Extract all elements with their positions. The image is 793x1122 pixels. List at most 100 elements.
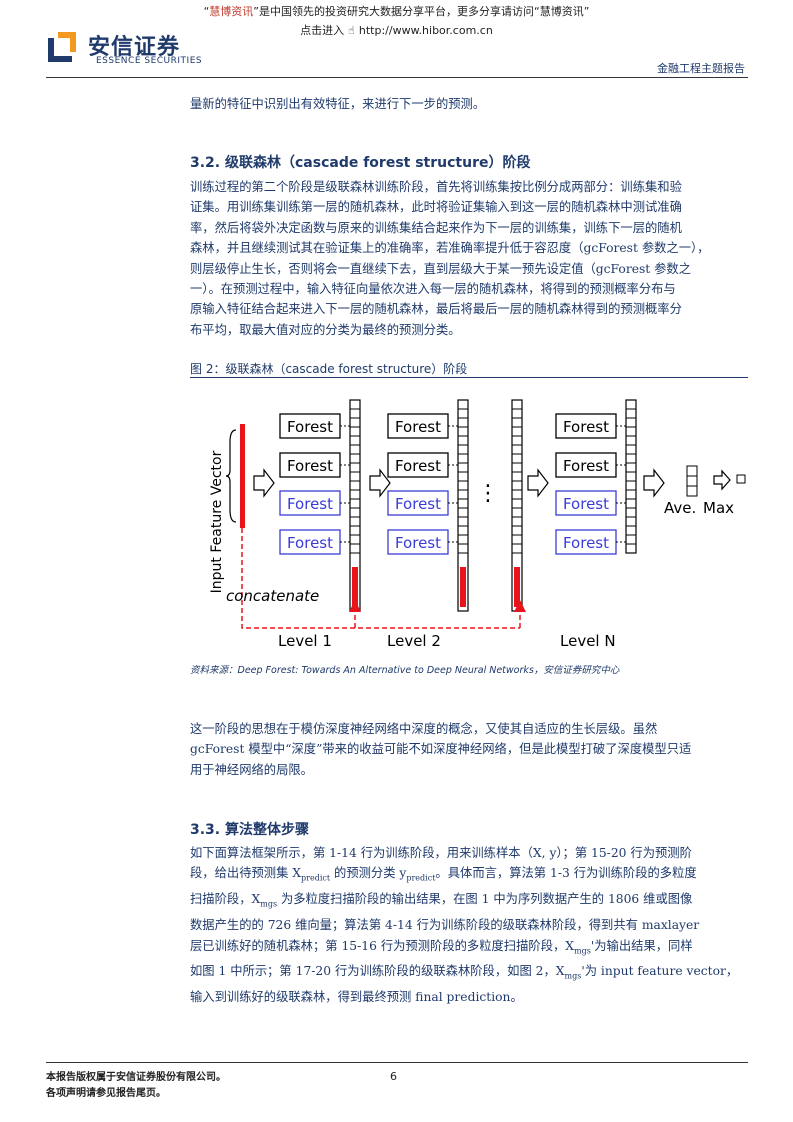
visit-link-row[interactable]: 点击进入☝http://www.hibor.com.cn	[0, 23, 793, 39]
class-vector-cell	[349, 543, 361, 554]
averaging-output	[686, 465, 746, 497]
class-vector-cell	[349, 426, 361, 437]
class-vector-column	[457, 399, 469, 612]
figure-source: 资料来源：Deep Forest: Towards An Alternative…	[190, 665, 620, 676]
class-vector-cell	[457, 543, 469, 554]
forest-label: Forest	[395, 495, 441, 513]
hollow-arrow-2	[369, 468, 391, 498]
class-vector-cell	[625, 543, 637, 554]
class-vector-cell	[349, 507, 361, 518]
class-vector-cell	[457, 417, 469, 428]
text-line: 率，然后将袋外决定函数与原来的训练集结合起来作为下一层的训练集，训练下一层的随机	[190, 220, 682, 235]
class-vector-cell	[349, 435, 361, 446]
class-vector-cell	[625, 462, 637, 473]
pointer-hand-icon: ☝	[348, 24, 355, 37]
level-1-label: Level 1	[278, 632, 332, 650]
text-line: 这一阶段的思想在于模仿深度神经网络中深度的概念，又使其自适应的生长层级。虽然	[190, 722, 658, 736]
class-vector-cell	[625, 426, 637, 437]
class-vector-cell	[511, 471, 523, 482]
max-label: Max	[703, 499, 734, 517]
forest-label: Forest	[287, 534, 333, 552]
class-vector-cell	[457, 462, 469, 473]
hollow-arrow-3	[527, 468, 549, 498]
class-vector-cell	[349, 534, 361, 545]
section-heading-3-3: 3.3. 算法整体步骤	[190, 822, 309, 838]
class-vector-cell	[457, 489, 469, 500]
logo-text-cn: 安信证券	[88, 35, 181, 60]
footer-divider	[46, 1062, 748, 1063]
text-line: 如图 1 中所示；第 17-20 行为训练阶段的级联森林阶段，如图 2，Xmgs…	[190, 964, 739, 981]
promo-banner: “慧博资讯”是中国领先的投资研究大数据分享平台，更多分享请访问“慧博资讯”	[203, 5, 590, 18]
class-vector-cell	[625, 498, 637, 509]
forest-label: Forest	[563, 534, 609, 552]
class-vector-cell	[511, 507, 523, 518]
class-vector-cell	[625, 417, 637, 428]
class-vector-cell	[457, 471, 469, 482]
class-vector-cell	[625, 444, 637, 455]
class-vector-cell	[457, 426, 469, 437]
class-vector-cell	[625, 525, 637, 536]
class-vector-cell	[457, 507, 469, 518]
class-vector-columns	[349, 399, 637, 612]
class-vector-cell	[349, 525, 361, 536]
text-line: gcForest 模型中“深度”带来的收益可能不如深度神经网络，但是此模型打破了…	[190, 742, 692, 757]
class-vector-cell	[511, 480, 523, 491]
class-vector-cell	[625, 489, 637, 500]
text-line: 训练过程的第二个阶段是级联森林训练阶段，首先将训练集按比例分成两部分：训练集和验	[190, 180, 682, 194]
forest-label: Forest	[287, 457, 333, 475]
input-feature-bar	[240, 424, 245, 528]
text-line: 段，给出待预测集 Xpredict 的预测分类 ypredict。具体而言，算法…	[190, 866, 697, 883]
class-vector-cell	[457, 516, 469, 527]
page-number: 6	[390, 1070, 397, 1083]
site-url[interactable]: http://www.hibor.com.cn	[358, 24, 493, 37]
class-vector-cell	[349, 408, 361, 419]
hollow-arrow-1	[253, 468, 275, 498]
class-vector-cell	[457, 534, 469, 545]
class-vector-cell	[349, 462, 361, 473]
level-2-label: Level 2	[387, 632, 441, 650]
class-vector-cell	[511, 453, 523, 464]
class-vector-cell	[511, 525, 523, 536]
hollow-arrow-5	[713, 469, 731, 491]
level-n-forests: Forest Forest Forest Forest	[555, 413, 617, 555]
class-vector-cell	[625, 480, 637, 491]
class-vector-cell	[625, 435, 637, 446]
class-vector-cell	[349, 471, 361, 482]
level-1-forests: Forest Forest Forest Forest	[279, 413, 341, 555]
class-vector-cell	[511, 426, 523, 437]
forest-label: Forest	[563, 457, 609, 475]
class-vector-cell	[625, 453, 637, 464]
class-vector-cell	[625, 507, 637, 518]
forest-label: Forest	[395, 457, 441, 475]
concatenated-input-bar	[352, 567, 358, 607]
forest-label: Forest	[287, 418, 333, 436]
forest-label: Forest	[563, 418, 609, 436]
figure-caption: 图 2：级联森林（cascade forest structure）阶段	[190, 362, 468, 376]
footer-copyright: 本报告版权属于安信证券股份有限公司。	[46, 1072, 226, 1083]
class-vector-cell	[349, 498, 361, 509]
input-brace	[225, 429, 237, 523]
class-vector-cell	[457, 435, 469, 446]
class-vector-column	[625, 399, 637, 554]
ellipsis-dots: ⋮	[477, 481, 499, 506]
section-heading-3-2: 3.2. 级联森林（cascade forest structure）阶段	[190, 155, 531, 171]
class-vector-cell	[349, 480, 361, 491]
text-line: 数据产生的的 726 维向量；算法第 4-14 行为训练阶段的级联森林阶段，得到…	[190, 918, 700, 933]
cascade-forest-diagram: Input Feature Vector Forest Forest Fores…	[209, 399, 746, 650]
forest-label: Forest	[563, 495, 609, 513]
class-vector-cell	[625, 408, 637, 419]
text-line: 输入到训练好的级联森林，得到最终预测 final prediction。	[190, 990, 523, 1005]
class-vector-cell	[457, 444, 469, 455]
concatenated-input-bar	[460, 567, 466, 607]
figure-caption-rule	[190, 377, 748, 378]
section-3-3-paragraph: 如下面算法框架所示，第 1-14 行为训练阶段，用来训练样本（X, y）；第 1…	[190, 843, 750, 1008]
text-line: 则层级停止生长，否则将会一直继续下去，直到层级大于某一预先设定值（gcFores…	[190, 261, 692, 276]
report-type: 金融工程主题报告	[657, 62, 745, 75]
class-vector-cell	[457, 408, 469, 419]
forest-label: Forest	[287, 495, 333, 513]
text-line: 证集。用训练集训练第一层的随机森林，此时将验证集输入到这一层的随机森林中测试准确	[190, 200, 682, 215]
class-vector-cell	[625, 399, 637, 410]
class-vector-cell	[349, 489, 361, 500]
input-feature-label: Input Feature Vector	[209, 450, 225, 593]
logo-icon	[48, 32, 76, 62]
